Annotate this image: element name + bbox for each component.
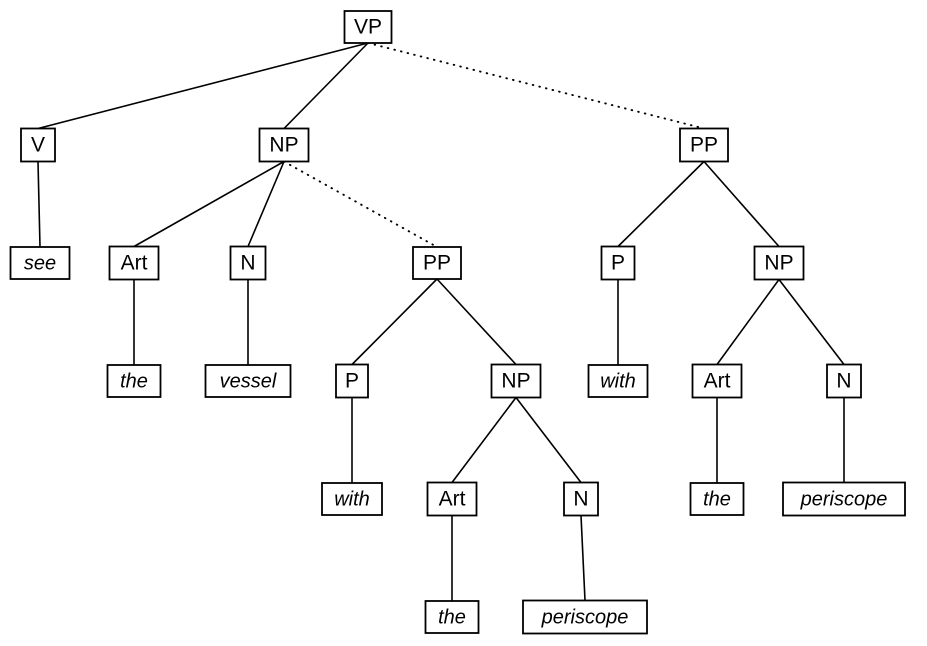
node-box xyxy=(321,482,383,516)
node-box xyxy=(343,10,393,44)
category-label: Art xyxy=(121,252,148,275)
node-box xyxy=(258,127,310,163)
tree-edge-vp-to-np1 xyxy=(283,42,369,130)
leaf-label: the xyxy=(438,606,466,628)
category-node-n1: N xyxy=(229,245,267,281)
leaf-node-vessel1: vessel xyxy=(204,364,292,398)
category-node-pp_right: PP xyxy=(679,127,729,163)
leaf-label: with xyxy=(600,370,636,392)
category-label: PP xyxy=(690,134,718,157)
node-box xyxy=(826,363,862,399)
leaf-label: periscope xyxy=(541,606,629,628)
node-box xyxy=(587,364,649,398)
node-box xyxy=(691,363,743,399)
leaf-node-the_m: the xyxy=(424,600,480,634)
leaf-node-the1: the xyxy=(106,364,162,398)
tree-edge-np_right-to-art_right xyxy=(716,279,780,365)
node-box xyxy=(424,600,480,634)
category-node-n_right: N xyxy=(826,363,862,399)
node-box xyxy=(753,245,805,281)
node-box xyxy=(522,599,648,635)
node-box xyxy=(106,364,162,398)
category-label: V xyxy=(31,134,45,157)
node-box xyxy=(412,246,462,280)
category-label: VP xyxy=(354,16,382,39)
category-label: NP xyxy=(501,370,530,393)
tree-edge-n_mid-to-perisc_m xyxy=(580,515,586,601)
leaf-node-with_m: with xyxy=(321,482,383,516)
category-node-np_mid: NP xyxy=(490,363,542,399)
category-label: NP xyxy=(764,252,793,275)
category-label: PP xyxy=(423,252,451,275)
category-node-p_right: P xyxy=(600,245,636,281)
node-box xyxy=(600,245,636,281)
tree-edge-pp_mid-to-np_mid xyxy=(436,278,517,366)
leaf-label: the xyxy=(120,370,148,392)
leaf-node-perisc_r: periscope xyxy=(782,481,906,517)
tree-edge-pp_right-to-np_right xyxy=(703,160,780,248)
category-node-art1: Art xyxy=(108,245,160,281)
category-label: P xyxy=(345,370,359,393)
node-box xyxy=(229,245,267,281)
node-box xyxy=(782,481,906,517)
leaf-node-perisc_m: periscope xyxy=(522,599,648,635)
category-label: NP xyxy=(269,134,298,157)
category-node-art_right: Art xyxy=(691,363,743,399)
tree-edge-vp-to-pp_right xyxy=(367,42,705,130)
leaf-node-with_r: with xyxy=(587,364,649,398)
leaf-node-the_r: the xyxy=(689,482,745,516)
tree-edge-pp_mid-to-p_mid xyxy=(351,278,438,366)
tree-edge-vp-to-v xyxy=(37,42,369,130)
node-box xyxy=(9,246,71,280)
node-box xyxy=(490,363,542,399)
node-box xyxy=(204,364,292,398)
category-label: Art xyxy=(439,488,466,511)
tree-edge-np_mid-to-art_mid xyxy=(451,397,517,483)
category-node-np1: NP xyxy=(258,127,310,163)
tree-edge-pp_right-to-p_right xyxy=(617,160,705,248)
category-node-p_mid: P xyxy=(335,363,369,399)
leaf-label: see xyxy=(24,252,56,274)
leaf-node-see: see xyxy=(9,246,71,280)
tree-edge-np1-to-n1 xyxy=(247,161,285,247)
leaf-label: with xyxy=(334,488,370,510)
tree-edge-np_right-to-n_right xyxy=(778,279,845,365)
category-node-pp_mid: PP xyxy=(412,246,462,280)
leaf-label: periscope xyxy=(800,488,888,510)
node-box xyxy=(679,127,729,163)
node-box xyxy=(689,482,745,516)
edge-layer xyxy=(37,42,845,601)
node-box xyxy=(426,481,478,517)
category-node-vp: VP xyxy=(343,10,393,44)
leaf-label: vessel xyxy=(220,370,277,392)
node-box xyxy=(563,481,599,517)
leaf-label: the xyxy=(703,488,731,510)
category-node-np_right: NP xyxy=(753,245,805,281)
category-label: P xyxy=(611,252,625,275)
tree-edge-np1-to-art1 xyxy=(133,160,285,248)
category-node-n_mid: N xyxy=(563,481,599,517)
node-box xyxy=(108,245,160,281)
category-label: N xyxy=(573,488,588,511)
tree-edge-np1-to-pp_mid xyxy=(283,160,438,248)
category-label: N xyxy=(240,252,255,275)
category-node-v: V xyxy=(20,127,56,163)
node-box xyxy=(20,127,56,163)
node-box xyxy=(335,363,369,399)
category-node-art_mid: Art xyxy=(426,481,478,517)
category-label: Art xyxy=(704,370,731,393)
tree-edge-np_mid-to-n_mid xyxy=(515,397,582,483)
tree-edge-v-to-see xyxy=(37,161,41,248)
category-label: N xyxy=(836,370,851,393)
